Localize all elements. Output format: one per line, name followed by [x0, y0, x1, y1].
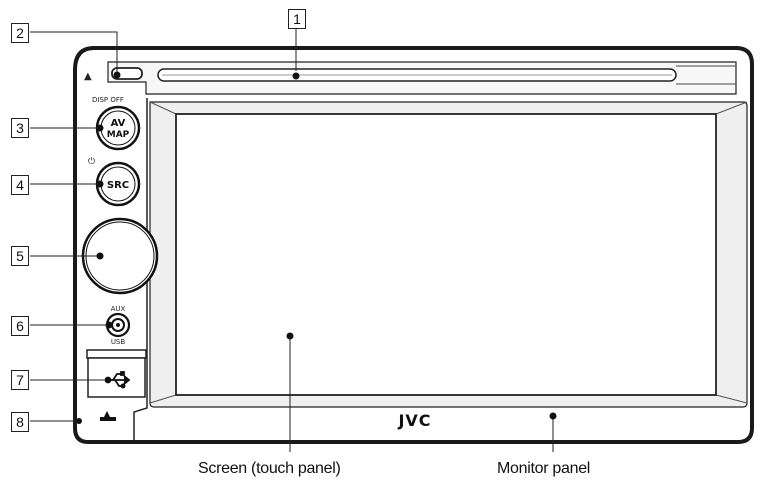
touch-screen[interactable]: [175, 113, 717, 396]
callout-8: 8: [11, 412, 29, 432]
callout-3: 3: [11, 118, 29, 138]
map-label: MAP: [107, 130, 130, 140]
eject-symbol: ▲: [84, 71, 92, 82]
callout-6: 6: [11, 316, 29, 336]
usb-label: USB: [111, 338, 126, 346]
callout-2: 2: [11, 23, 29, 43]
callout-1: 1: [288, 9, 306, 29]
leader-dots: [76, 71, 557, 424]
callout-7: 7: [11, 370, 29, 390]
usb-terminal[interactable]: [87, 357, 146, 398]
usb-cover[interactable]: [86, 349, 147, 359]
monitor-panel-label: Monitor panel: [497, 460, 591, 477]
callout-4: 4: [11, 175, 29, 195]
callout-5: 5: [11, 246, 29, 266]
usb-icon: [104, 371, 131, 389]
av-label: AV: [111, 118, 126, 129]
src-label: SRC: [107, 180, 129, 191]
power-icon: ⏻: [88, 156, 95, 167]
brand-logo: JVC: [397, 411, 431, 430]
disp-off-label: DISP OFF: [92, 96, 124, 104]
screen-label: Screen (touch panel): [198, 460, 341, 477]
tilt-icon[interactable]: [100, 411, 116, 421]
aux-label: AUX: [111, 305, 126, 313]
leader-lines: [30, 29, 554, 452]
